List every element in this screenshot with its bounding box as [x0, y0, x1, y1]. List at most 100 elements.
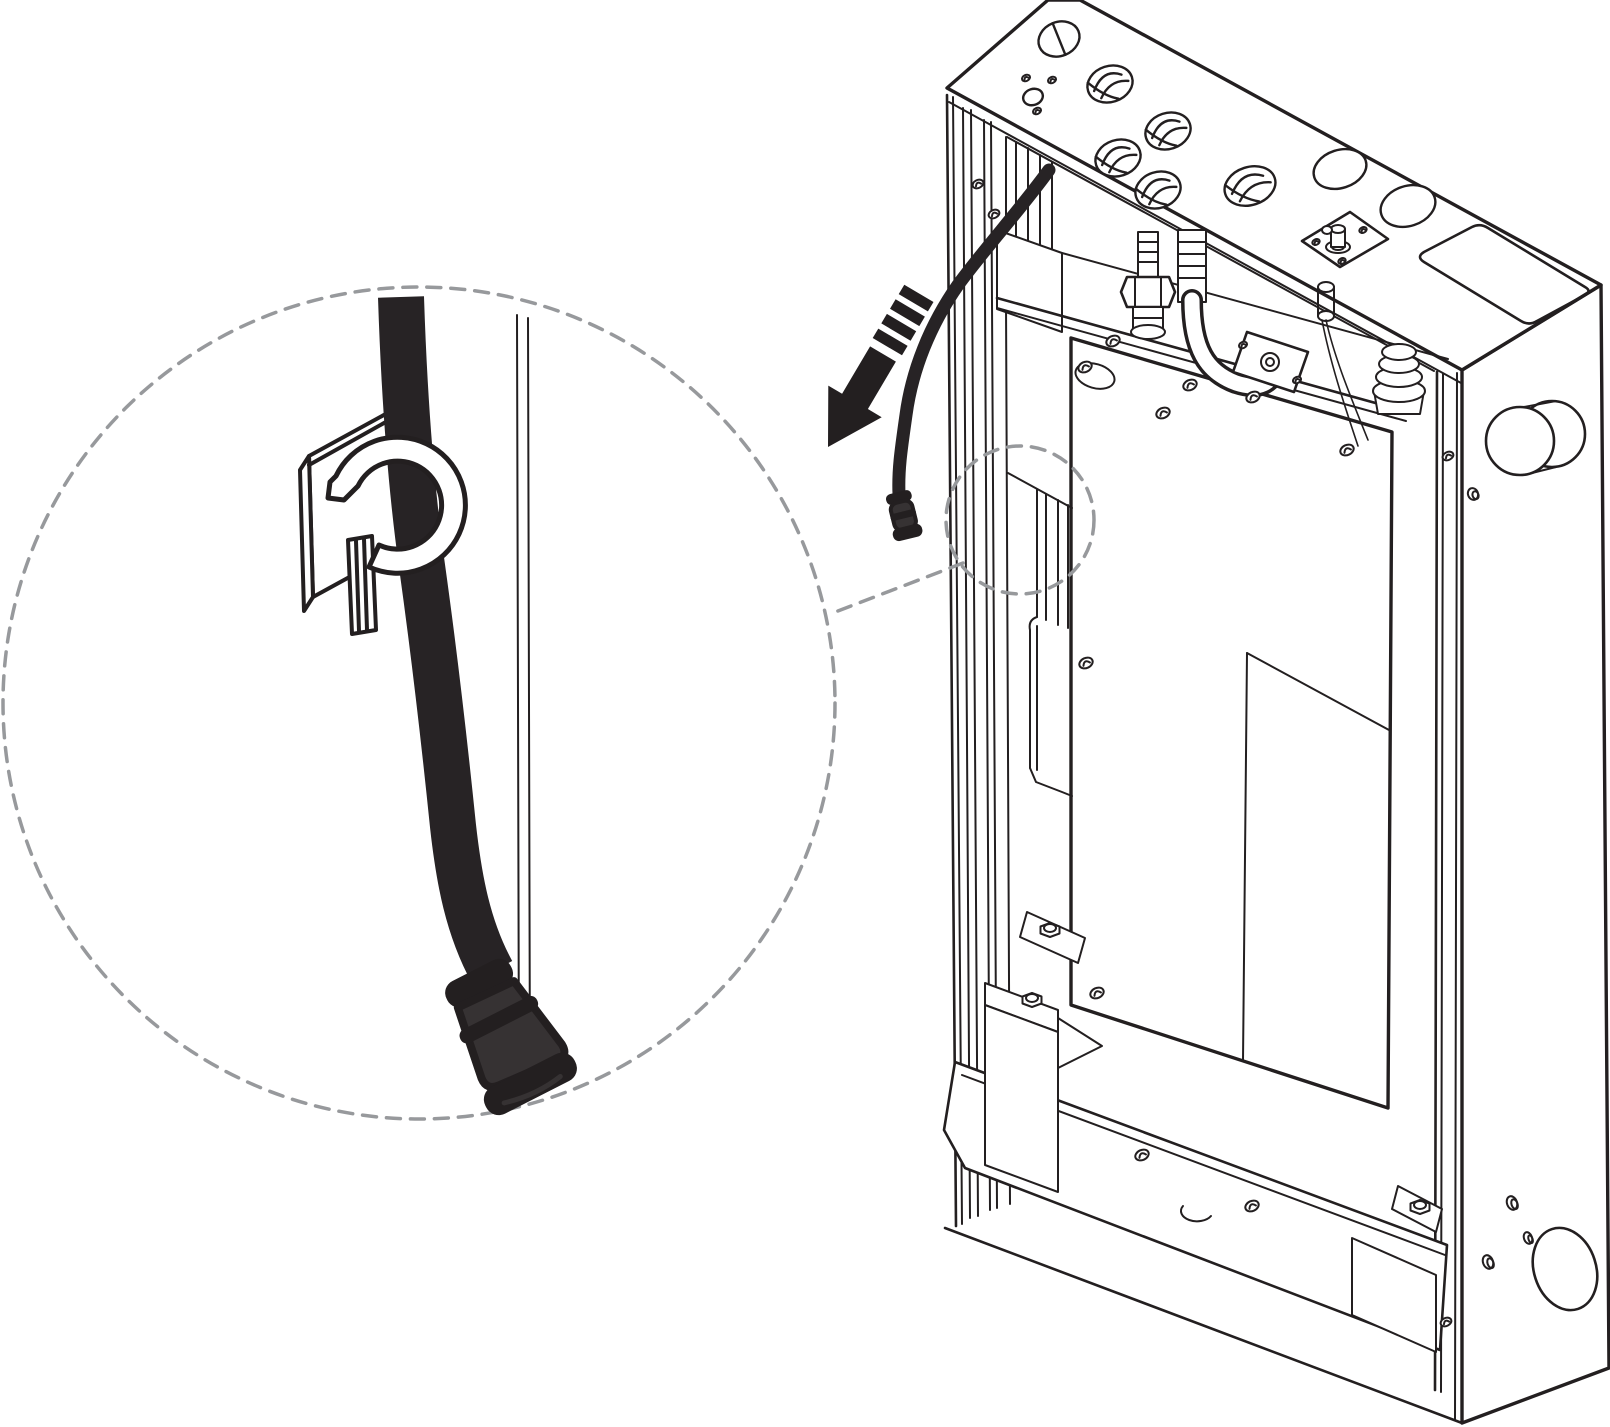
hex-bolts — [1021, 922, 1431, 1215]
screw — [1105, 334, 1121, 348]
frame-left-line — [970, 109, 979, 1217]
connector-band — [890, 509, 917, 521]
side-hole — [1466, 487, 1480, 501]
panel-edge-line — [527, 317, 531, 1093]
oval-hole — [1037, 20, 1081, 58]
source-callout-circle — [944, 444, 1096, 596]
knockout-curve — [1134, 187, 1168, 206]
knockout-curve — [1086, 81, 1120, 100]
callout-links — [828, 444, 1096, 616]
cover-plate-top-edge — [1246, 652, 1390, 731]
interior-main-panel — [1069, 336, 1394, 1110]
screw — [1441, 450, 1455, 462]
screw-slot — [1081, 364, 1090, 371]
screw-slot — [1444, 453, 1453, 460]
connector-cap — [483, 1052, 577, 1116]
hex-bolt — [1039, 922, 1061, 938]
panel-edge-line — [516, 314, 520, 1093]
connector-collar — [445, 958, 514, 1008]
screw — [1077, 360, 1093, 374]
screw — [1031, 106, 1043, 116]
screw-slot — [1186, 382, 1195, 389]
screw — [1291, 375, 1303, 385]
connector-cap — [892, 523, 923, 542]
toggle-lever — [1321, 225, 1333, 235]
knockout-seam — [1051, 22, 1067, 56]
screw-slot — [1313, 240, 1320, 245]
hex-nut — [1119, 275, 1177, 309]
top-label-recess — [1418, 223, 1590, 325]
screw-slot — [990, 211, 999, 218]
hex-bolt — [1409, 1199, 1431, 1215]
screw-slot — [1343, 447, 1352, 454]
arrow-speed-bar — [872, 328, 908, 356]
ellipse — [987, 208, 1001, 220]
plain-hole — [1312, 147, 1368, 191]
screw-slot — [1109, 338, 1118, 345]
side-knockout-cylinder — [1484, 399, 1587, 477]
ellipse — [1025, 993, 1039, 1003]
detail-callout-circle — [1, 285, 837, 1121]
screw — [1182, 378, 1198, 392]
cable — [892, 163, 1056, 501]
ellipse — [971, 178, 985, 190]
screws — [971, 73, 1455, 1328]
screw-slot — [1138, 1152, 1147, 1159]
knockout-curve — [1158, 126, 1188, 147]
screw — [1046, 75, 1058, 85]
screw — [1078, 656, 1094, 670]
screw-slot — [1339, 259, 1346, 264]
knockout-hole — [1086, 64, 1134, 104]
left-mount-bracket — [984, 911, 1103, 1193]
cabinet — [942, 0, 1610, 1425]
screw-slot — [1248, 1203, 1257, 1210]
screw — [1244, 1199, 1260, 1213]
cable-connector-detail — [445, 958, 577, 1116]
screw — [1089, 986, 1105, 1000]
right-face-inner-line — [1454, 372, 1458, 1421]
screw-slot — [1034, 108, 1041, 114]
detail-cable — [378, 296, 513, 984]
deck-side-wall — [996, 229, 1063, 333]
side-hole — [1522, 1231, 1534, 1245]
knockout-curve — [1094, 155, 1128, 174]
screw — [987, 208, 1001, 220]
screw-slot — [1023, 75, 1030, 81]
bracket-foot-bottom — [1029, 767, 1073, 797]
side-hole — [1505, 1195, 1519, 1211]
knockout-curve — [1238, 181, 1272, 203]
arrow-speed-bar — [890, 299, 925, 327]
ellipse — [1486, 1257, 1495, 1270]
knockout-curve — [1108, 153, 1138, 174]
knockout-hole — [1094, 138, 1142, 178]
callout-leader-line — [828, 561, 965, 616]
screw — [971, 178, 985, 190]
top-panel-holes — [1021, 20, 1437, 229]
detail-view — [298, 296, 577, 1116]
screw — [1245, 390, 1261, 404]
side-knockout-lower — [1531, 1226, 1599, 1312]
arrow-speed-bar — [881, 313, 917, 341]
screw — [1237, 340, 1249, 350]
knockout-hole — [1134, 170, 1182, 210]
connector-band — [459, 995, 539, 1044]
screw — [1311, 238, 1321, 246]
screw — [1020, 73, 1032, 83]
flange-plate — [1231, 330, 1310, 394]
screw-slot — [1294, 377, 1301, 383]
screw-slot — [1082, 660, 1091, 667]
right-column-line — [1440, 373, 1444, 1393]
plain-hole — [1021, 87, 1045, 107]
channel-notch-edge — [1007, 472, 1073, 509]
ellipse — [1021, 87, 1045, 107]
side-face-holes — [1466, 487, 1534, 1270]
arrow-speed-bar — [898, 284, 934, 312]
knockout-curve — [1148, 185, 1178, 206]
screw-slot — [1093, 990, 1102, 997]
bracket-foot — [1028, 616, 1038, 769]
connector-cap-highlight — [501, 1074, 563, 1106]
wire — [1325, 319, 1369, 441]
knockout-curve — [1144, 128, 1178, 147]
